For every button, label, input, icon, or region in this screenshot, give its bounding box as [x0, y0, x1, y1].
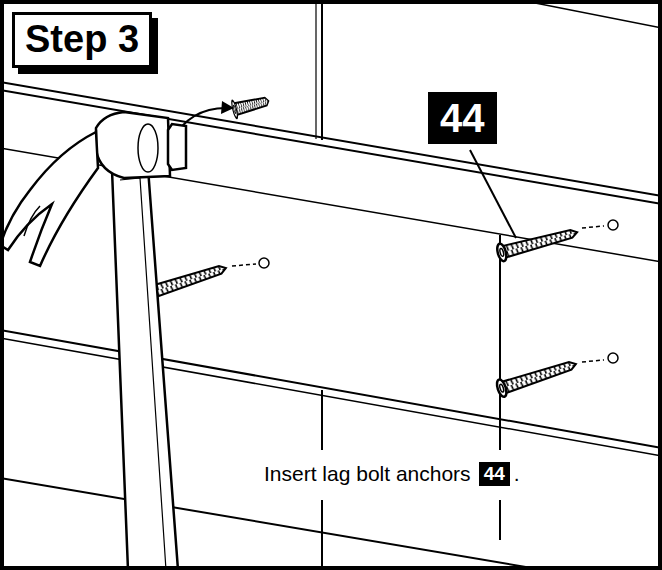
caption-period: . — [514, 462, 520, 486]
leader-line — [470, 150, 516, 238]
callout-number: 44 — [479, 462, 510, 486]
callout-number: 44 — [428, 92, 497, 144]
step-title: Step 3 — [12, 12, 152, 68]
caption-row: Insert lag bolt anchors 44. — [256, 450, 532, 500]
caption: Insert lag bolt anchors — [264, 462, 471, 486]
lag-bolt-anchor — [145, 92, 579, 398]
hammer — [0, 112, 186, 570]
